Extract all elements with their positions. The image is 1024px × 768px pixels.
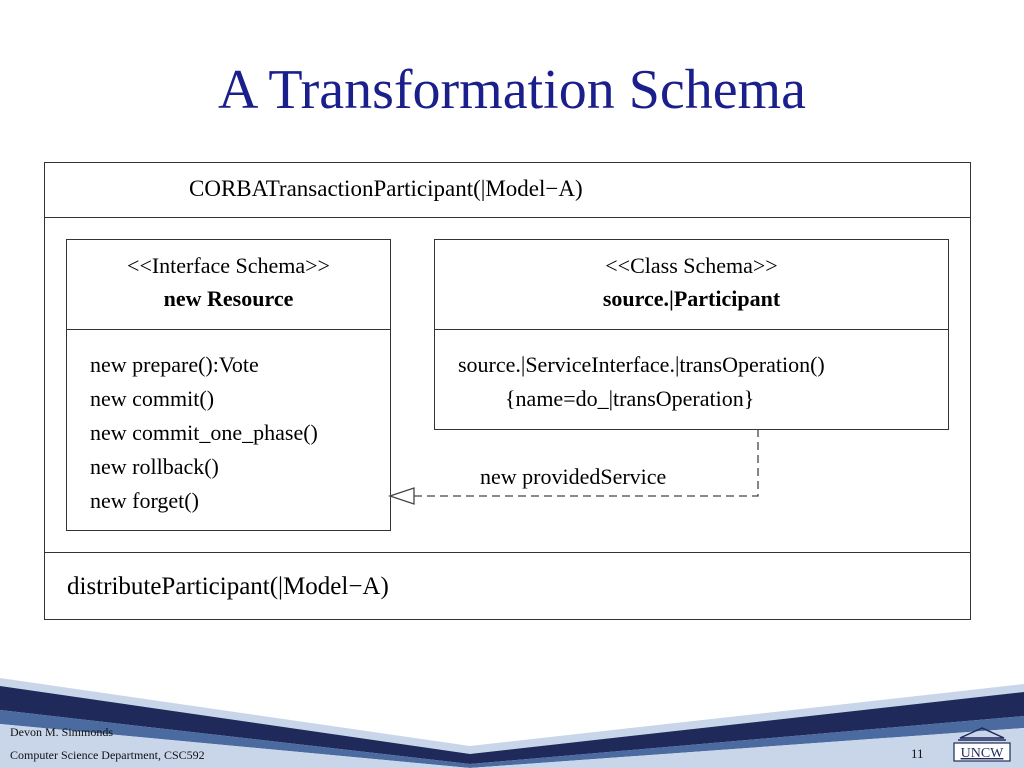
- interface-divider: [67, 329, 390, 330]
- relation-label: new providedService: [480, 464, 667, 489]
- class-stereotype: <<Class Schema>>: [605, 253, 778, 278]
- package-header-divider: [44, 217, 970, 218]
- triangle-arrowhead-icon: [387, 487, 415, 505]
- class-name: source.|Participant: [602, 286, 781, 311]
- interface-stereotype: <<Interface Schema>>: [127, 253, 330, 278]
- uncw-logo: UNCW: [953, 727, 1011, 762]
- interface-schema-box: <<Interface Schema>> new Resource new pr…: [66, 239, 391, 531]
- class-divider: [435, 329, 948, 330]
- footer-author: Devon M. Simmonds: [10, 725, 114, 739]
- operation-item: new prepare():Vote: [90, 352, 259, 377]
- dashed-line: [414, 429, 759, 497]
- page-number: 11: [911, 746, 924, 761]
- operation-item: new rollback(): [90, 454, 219, 479]
- operation-item: new commit(): [90, 386, 215, 411]
- footer-department: Computer Science Department, CSC592: [10, 748, 205, 762]
- operation-item: new forget(): [90, 488, 199, 513]
- uml-diagram: CORBATransactionParticipant(|Model−A) <<…: [44, 162, 971, 620]
- interface-name: new Resource: [163, 286, 294, 311]
- package-footer-divider: [44, 552, 970, 553]
- package-frame: [44, 162, 971, 620]
- operation-item: new commit_one_phase(): [90, 420, 318, 445]
- class-operation: source.|ServiceInterface.|transOperation…: [458, 352, 825, 377]
- class-schema-box: <<Class Schema>> source.|Participant sou…: [434, 239, 949, 430]
- footer-swoosh: [0, 676, 1024, 768]
- package-footer-label: distributeParticipant(|Model−A): [67, 573, 389, 600]
- package-name: CORBATransactionParticipant(|Model−A): [189, 176, 583, 201]
- class-constraint: {name=do_|transOperation}: [505, 386, 755, 411]
- realization-connector: [387, 429, 759, 505]
- slide-title: A Transformation Schema: [218, 59, 806, 121]
- svg-text:UNCW: UNCW: [961, 746, 1005, 761]
